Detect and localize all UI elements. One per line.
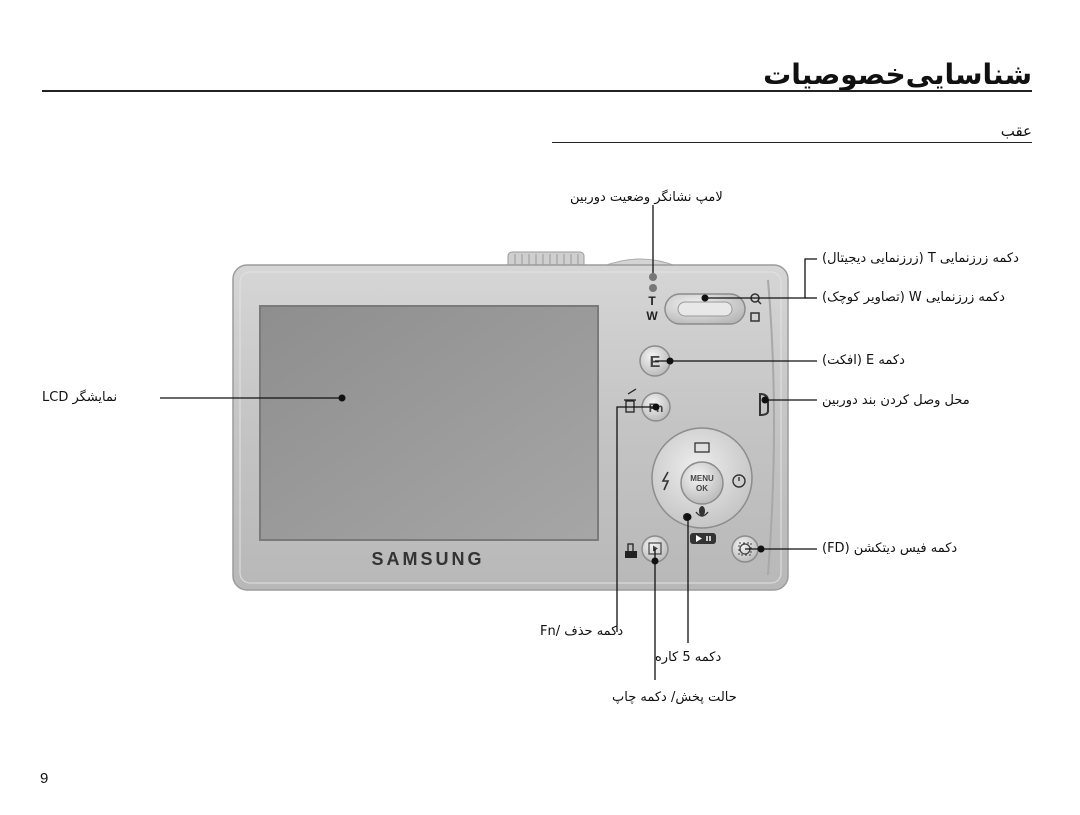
ok-label: OK: [696, 484, 708, 493]
label-strap: محل وصل کردن بند دوربین: [822, 393, 970, 408]
menu-ok-button[interactable]: [680, 461, 724, 505]
flash-icon: [661, 471, 670, 491]
label-lcd: نمایشگر LCD: [42, 390, 118, 405]
label-fd-button: دکمه فیس دیتکشن (FD): [822, 541, 958, 556]
brand-logo: SAMSUNG: [371, 549, 484, 569]
menu-label: MENU: [690, 474, 714, 483]
e-button-label: E: [650, 354, 661, 371]
play-pause-icon: [690, 533, 716, 544]
display-icon: [694, 442, 710, 453]
af-lamp: [649, 273, 657, 281]
label-e-button: دکمه E (افکت): [822, 353, 905, 368]
zoom-t-label: T: [648, 294, 656, 308]
thumbnail-icon: [750, 312, 760, 322]
title-divider: [42, 90, 1032, 92]
label-zoom-w: دکمه زرزنمایی W (تصاویر کوچک): [822, 290, 1005, 305]
strap-mount: [759, 392, 769, 417]
zoom-w-label: W: [646, 309, 658, 323]
label-five-button: دکمه 5 کاره: [655, 650, 722, 665]
page-number: 9: [40, 770, 49, 787]
self-timer-icon: [732, 474, 746, 488]
macro-icon: [695, 506, 709, 517]
callout-dots: [338, 294, 769, 565]
label-play-print: حالت پخش/ دکمه چاپ: [612, 690, 737, 705]
label-zoom-t: دکمه زرزنمایی T (زرزنمایی دیجیتال): [822, 251, 1019, 266]
callout-lines: [160, 205, 817, 680]
subtitle-divider: [552, 142, 1032, 143]
label-fn-delete: Fn/ دکمه حذف: [540, 624, 624, 639]
section-subtitle: عقب: [1000, 122, 1032, 140]
print-icon: [625, 543, 637, 558]
lcd-screen: [259, 305, 599, 541]
label-af-lamp: لامپ نشانگر وضعیت دوربین: [570, 190, 723, 205]
page-title: شناسایی‌خصوصیات: [763, 58, 1032, 91]
